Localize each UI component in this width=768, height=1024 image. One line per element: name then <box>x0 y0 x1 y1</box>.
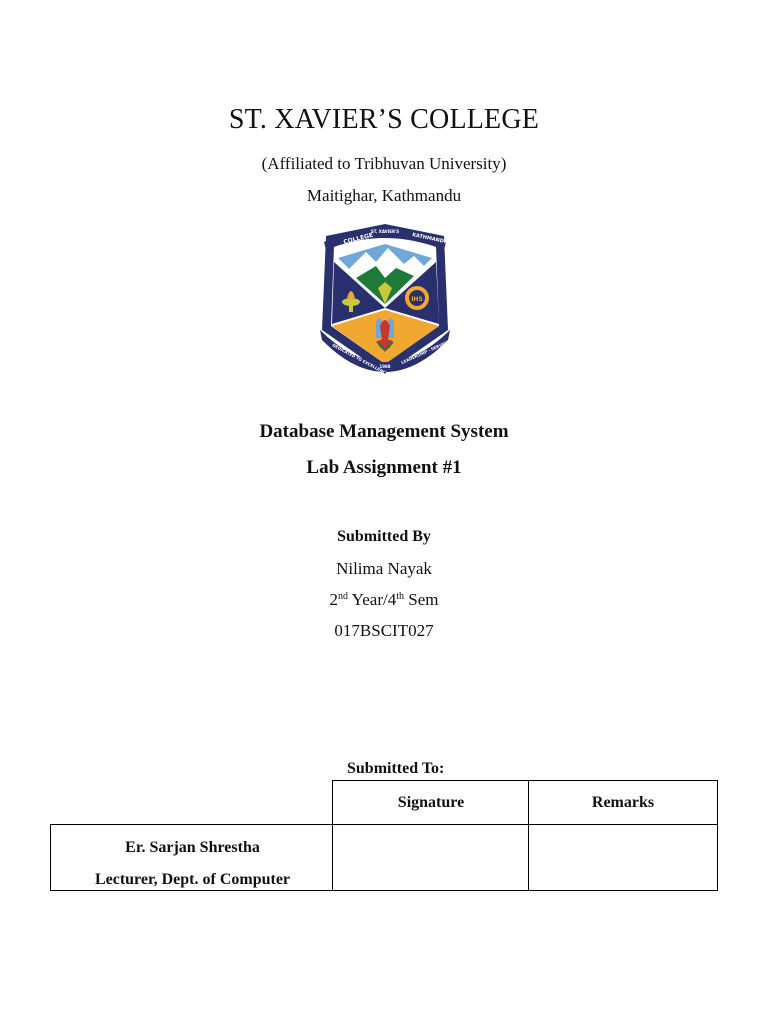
student-year-semester: 2nd Year/4th Sem <box>0 590 768 610</box>
submitted-to-label: Submitted To: <box>347 760 445 777</box>
year-text: Year/4 <box>348 590 397 609</box>
semester-text: Sem <box>403 590 439 609</box>
lecturer-cell: Er. Sarjan Shrestha Lecturer, Dept. of C… <box>50 824 333 891</box>
submitted-by-label: Submitted By <box>337 528 431 545</box>
signature-header: Signature <box>332 780 529 825</box>
year-suffix: nd <box>338 591 349 602</box>
lecturer-title: Lecturer, Dept. of Computer <box>94 871 291 888</box>
remarks-cell <box>528 824 718 891</box>
signature-cell <box>332 824 529 891</box>
semester-suffix: th <box>396 591 404 602</box>
college-name: ST. XAVIER’S COLLEGE <box>228 104 540 135</box>
remarks-header: Remarks <box>528 780 718 825</box>
college-crest-icon: IHS COLLEGE ST. XAVIER'S KATHMANDU DEDIC… <box>320 224 450 376</box>
year-number: 2 <box>329 590 339 609</box>
crest-bottom-text-year: 1988 <box>379 364 390 369</box>
student-roll-number: 017BSCIT027 <box>334 621 434 640</box>
lecturer-name: Er. Sarjan Shrestha <box>125 839 260 856</box>
college-affiliation: (Affiliated to Tribhuvan University) <box>261 154 507 173</box>
subject-title: Database Management System <box>259 421 509 442</box>
crest-monogram: IHS <box>411 296 423 303</box>
student-name: Nilima Nayak <box>336 559 432 578</box>
crest-top-text-center: ST. XAVIER'S <box>371 229 399 234</box>
assignment-title: Lab Assignment #1 <box>306 457 462 478</box>
college-location: Maitighar, Kathmandu <box>306 186 462 205</box>
